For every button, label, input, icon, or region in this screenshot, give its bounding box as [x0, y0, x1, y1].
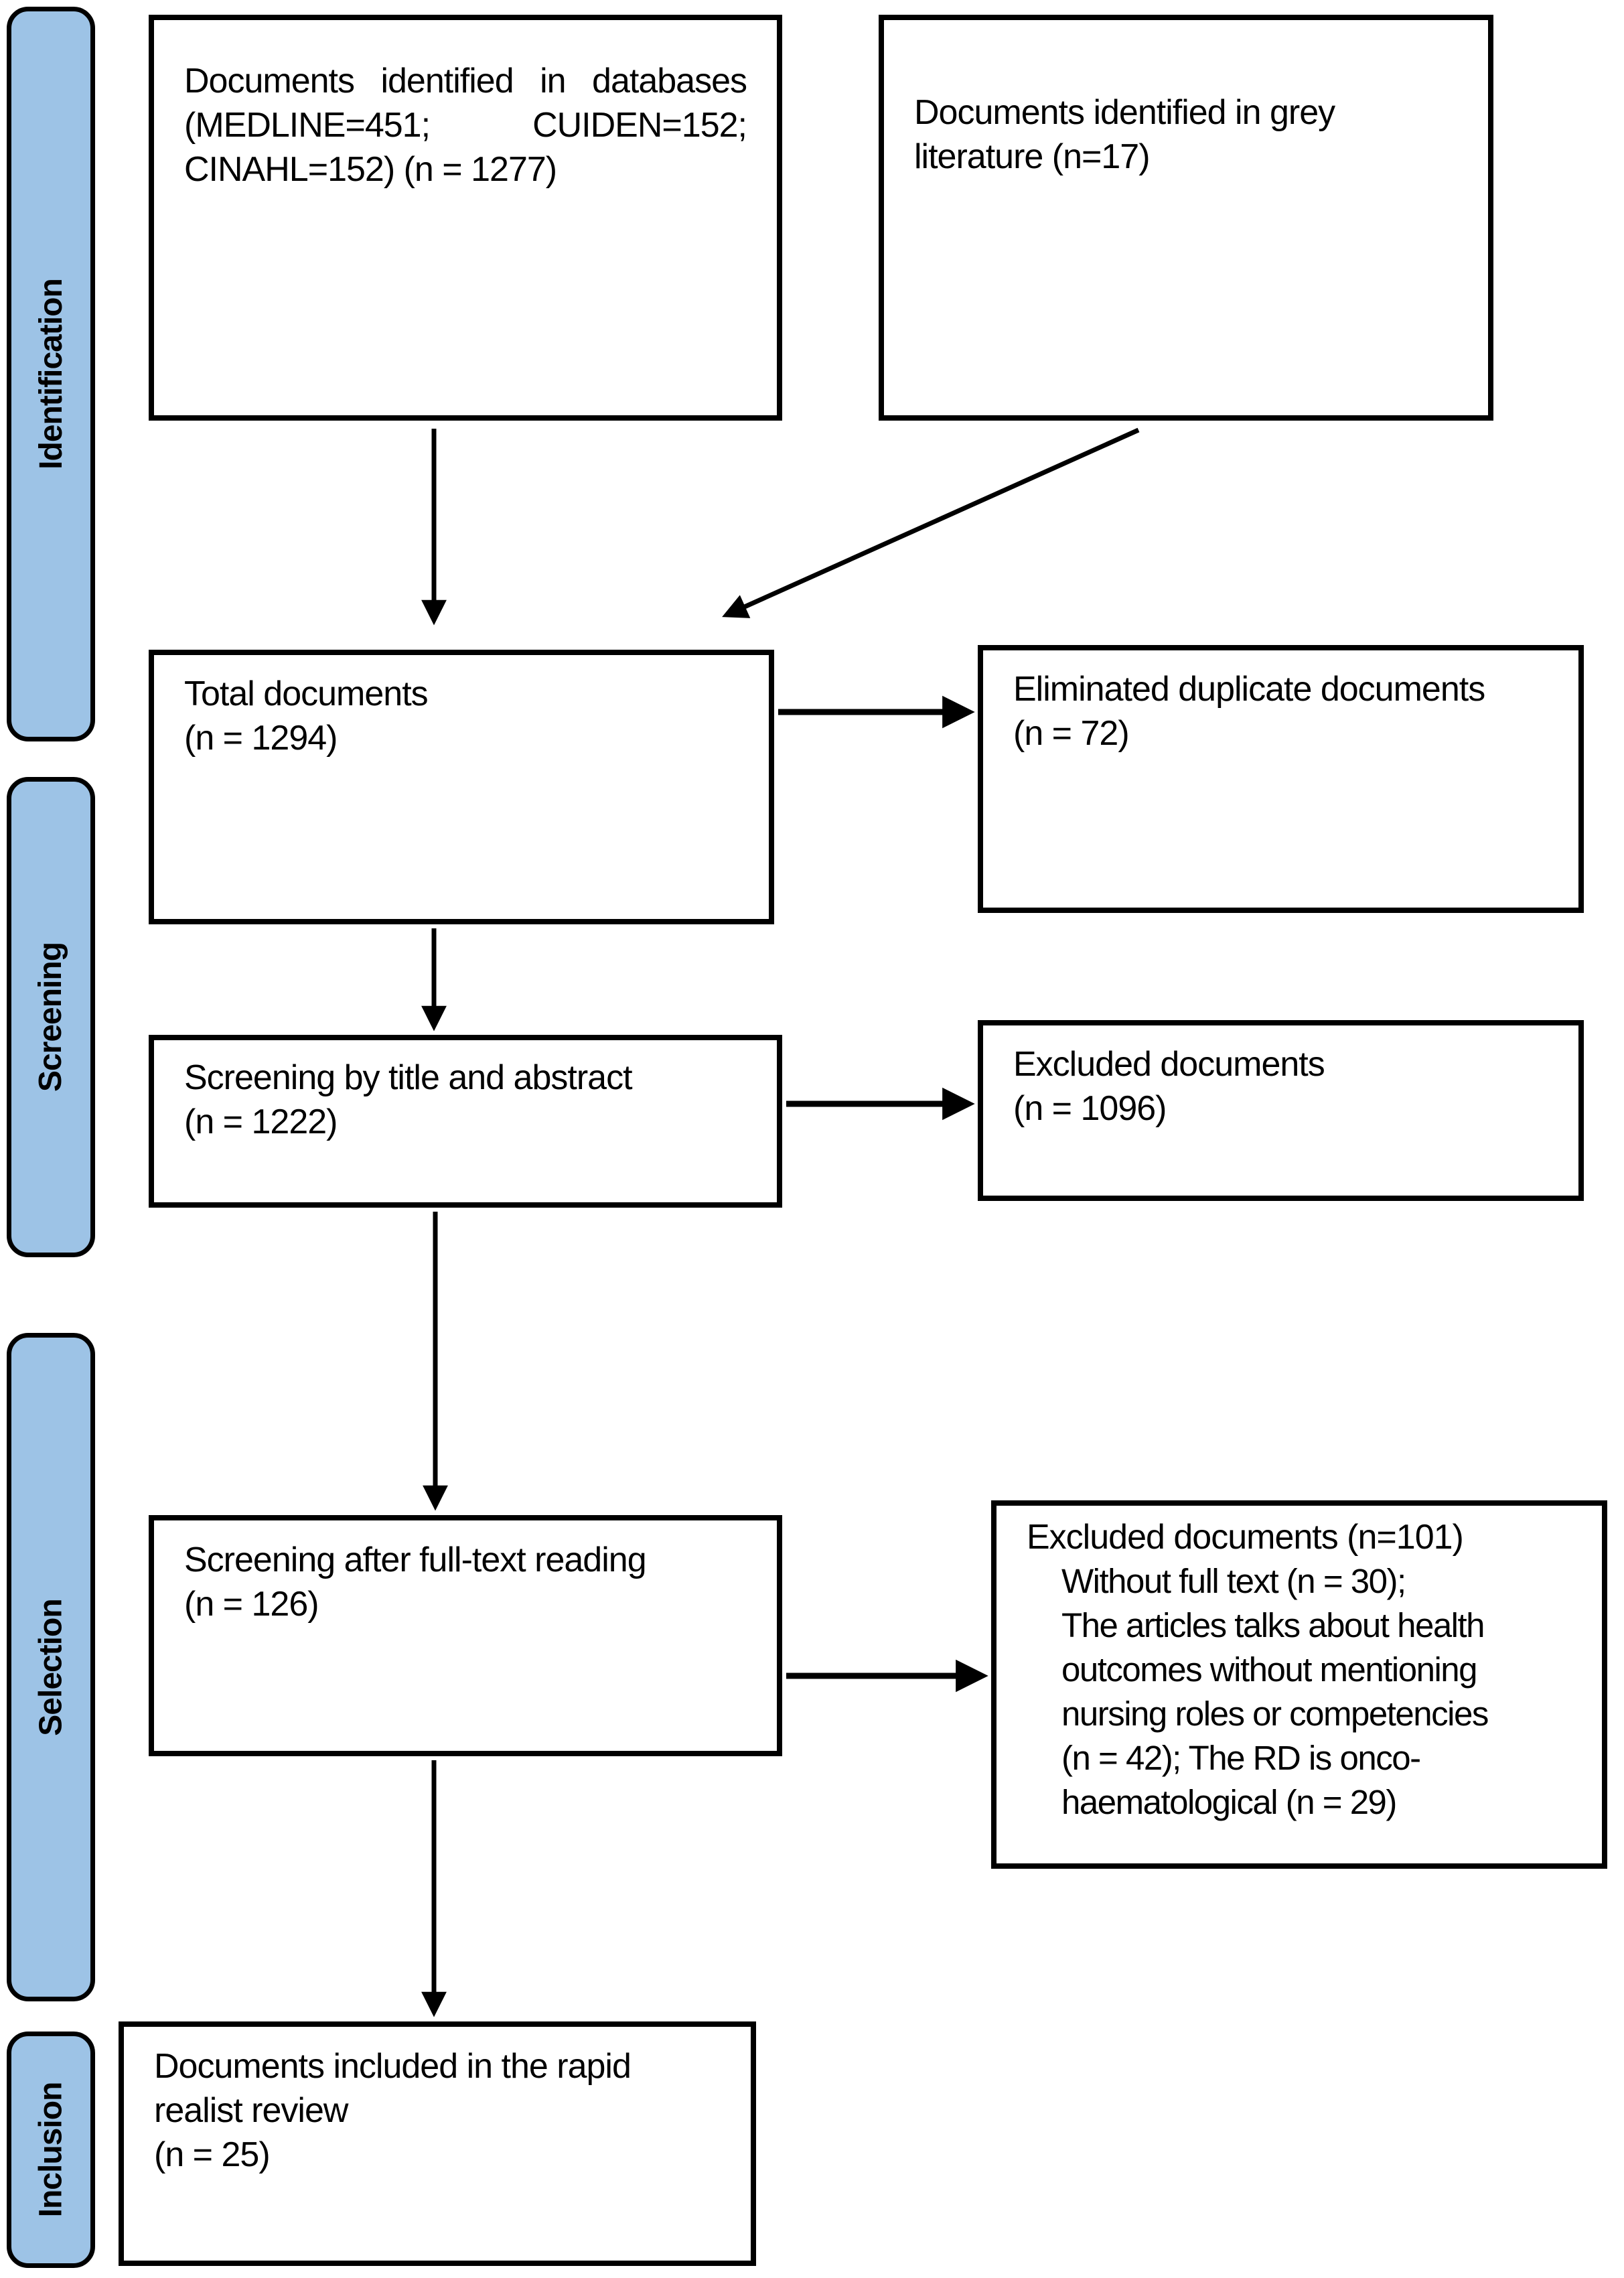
- flow-box-eliminated-duplicates-text: Eliminated duplicate documents (n = 72): [1013, 670, 1485, 753]
- flow-box-excluded-fulltext-title: Excluded documents (n=101): [1027, 1518, 1464, 1557]
- flow-box-included-text: Documents included in the rapid realist …: [154, 2047, 632, 2174]
- stage-pill-selection: Selection: [7, 1333, 95, 2001]
- flow-box-databases: Documents identified in databases (MEDLI…: [149, 15, 782, 421]
- flow-box-databases-line3: CINAHL=152) (n = 1277): [184, 150, 557, 189]
- flow-box-screening-title-abstract: Screening by title and abstract (n = 122…: [149, 1035, 782, 1208]
- stage-pill-inclusion: Inclusion: [7, 2032, 95, 2268]
- flow-box-grey-literature-text: Documents identified in grey literature …: [914, 93, 1335, 176]
- flow-box-grey-literature: Documents identified in grey literature …: [879, 15, 1493, 421]
- flow-box-total-documents-text: Total documents (n = 1294): [184, 674, 429, 758]
- stage-label-selection: Selection: [33, 1598, 69, 1736]
- flow-box-eliminated-duplicates: Eliminated duplicate documents (n = 72): [978, 645, 1584, 913]
- stage-pill-screening: Screening: [7, 777, 95, 1257]
- flow-box-excluded-title-abstract: Excluded documents (n = 1096): [978, 1020, 1584, 1201]
- flow-box-included: Documents included in the rapid realist …: [119, 2021, 756, 2266]
- stage-label-inclusion: Inclusion: [33, 2082, 69, 2218]
- flow-box-databases-line2: (MEDLINE=451; CUIDEN=152;: [184, 106, 747, 145]
- flow-box-databases-line1: Documents identified in databases: [184, 62, 747, 100]
- stage-pill-identification: Identification: [7, 7, 95, 741]
- flow-box-screening-title-abstract-text: Screening by title and abstract (n = 122…: [184, 1058, 633, 1141]
- flow-box-excluded-fulltext-details: Without full text (n = 30); The articles…: [1061, 1562, 1489, 1821]
- stage-label-identification: Identification: [33, 279, 69, 470]
- flow-box-screening-fulltext-text: Screening after full-text reading (n = 1…: [184, 1541, 647, 1624]
- stage-label-screening: Screening: [33, 942, 69, 1092]
- arrow-grey-to-total: [722, 427, 1140, 618]
- flow-box-total-documents: Total documents (n = 1294): [149, 650, 774, 924]
- flow-box-excluded-title-abstract-text: Excluded documents (n = 1096): [1013, 1045, 1325, 1128]
- flow-box-excluded-fulltext: Excluded documents (n=101) Without full …: [991, 1500, 1607, 1869]
- flow-box-screening-fulltext: Screening after full-text reading (n = 1…: [149, 1515, 782, 1756]
